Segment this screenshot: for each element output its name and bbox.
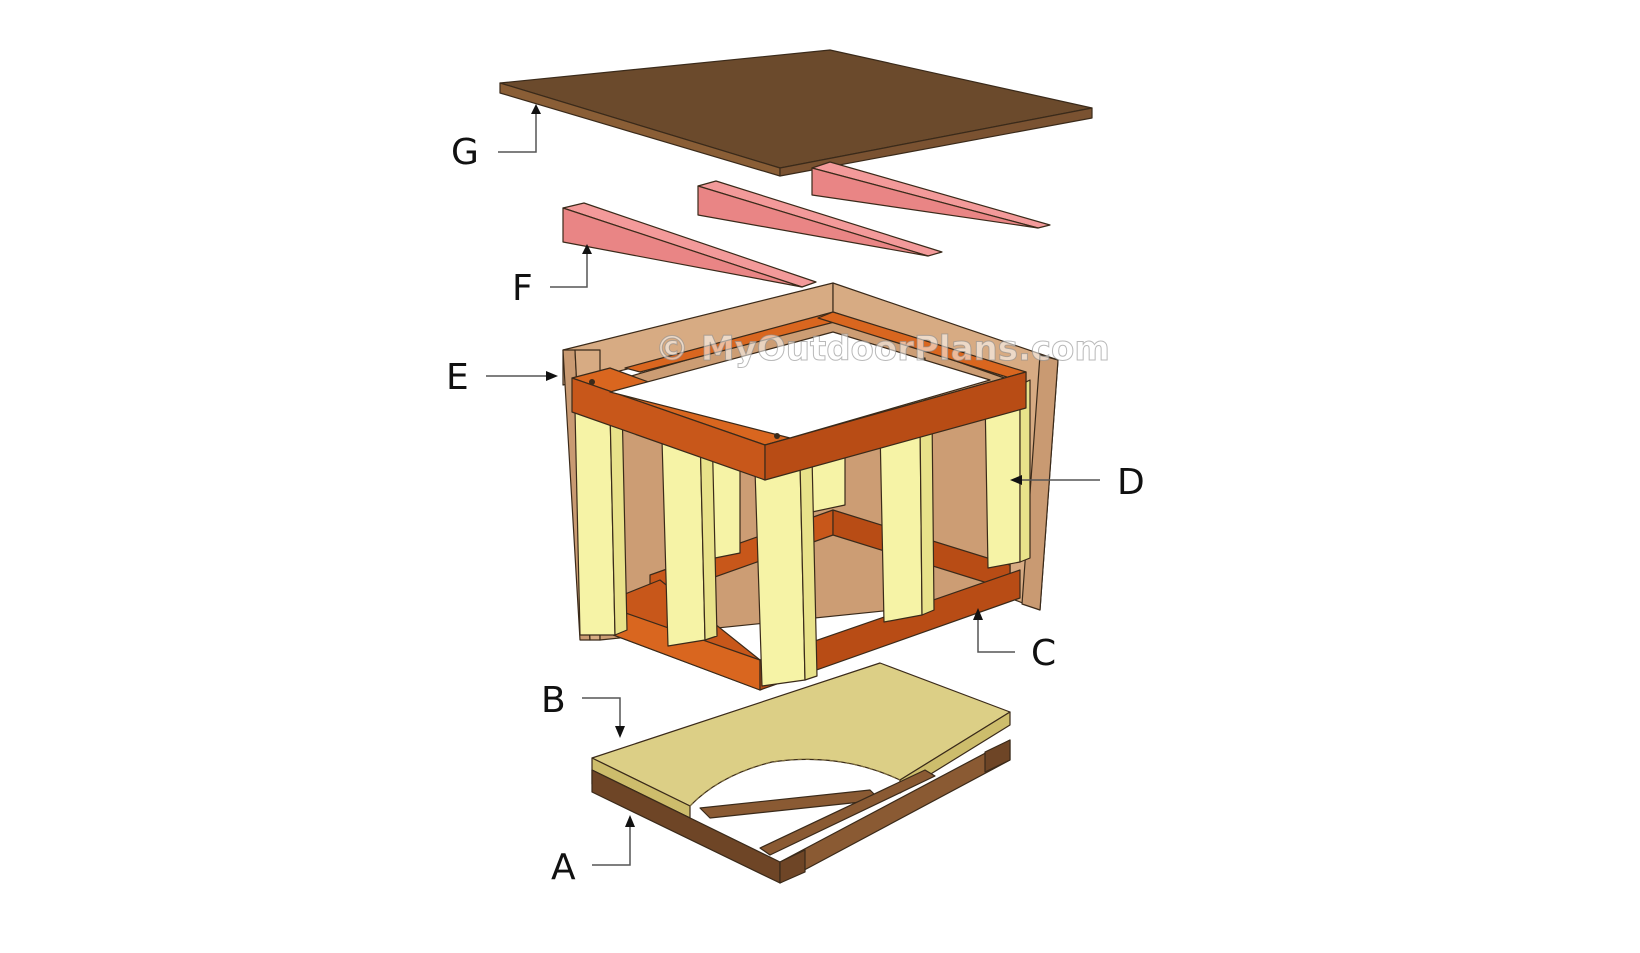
label-c: C [1031, 633, 1056, 674]
callout-c: C [973, 608, 1056, 674]
stud-left-front [574, 403, 628, 636]
callout-e: E [446, 357, 558, 398]
label-g: G [451, 132, 479, 173]
wall-studs [574, 342, 1031, 687]
roof-wedge-middle [697, 180, 943, 257]
stud-front-middle [879, 411, 935, 623]
floor-skids [591, 739, 1011, 884]
screw-hole [589, 379, 595, 385]
label-d: D [1117, 462, 1145, 503]
watermark: © MyOutdoorPlans.com [655, 329, 1110, 369]
floor-board [591, 662, 1011, 819]
roof-wedge-front [562, 202, 817, 288]
label-b: B [541, 680, 566, 721]
callout-a: A [551, 815, 635, 888]
label-a: A [551, 847, 576, 888]
roof-panel [499, 49, 1093, 177]
top-frame [571, 311, 1027, 481]
callout-d: D [1010, 462, 1145, 503]
stud-front-corner [754, 456, 818, 687]
roof-wedge-back [811, 161, 1051, 229]
label-e: E [446, 357, 469, 398]
label-f: F [512, 268, 533, 309]
stud-front-right [984, 379, 1031, 569]
roof-wedges [562, 161, 1051, 288]
screw-hole [774, 433, 780, 439]
callout-g: G [451, 104, 541, 173]
callout-f: F [512, 244, 592, 309]
callout-b: B [541, 680, 625, 738]
stud-left-middle [661, 426, 718, 647]
